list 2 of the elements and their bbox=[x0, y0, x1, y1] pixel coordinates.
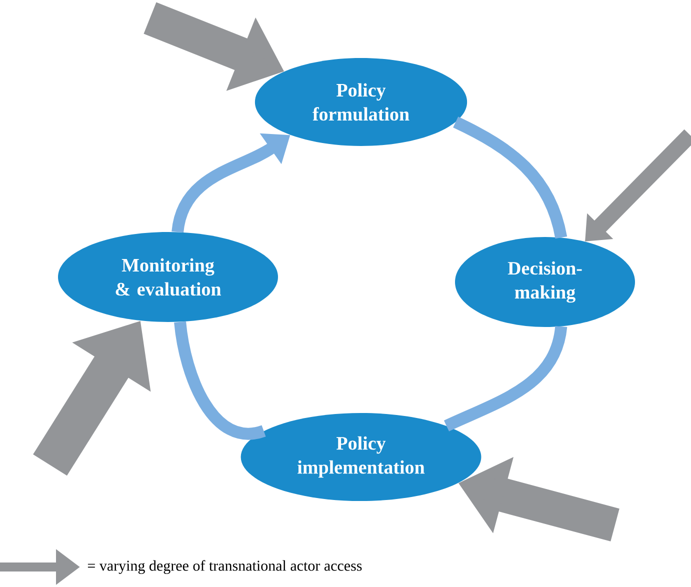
legend-text: = varying degree of transnational actor access bbox=[88, 560, 362, 574]
block-arrow bbox=[585, 129, 691, 242]
